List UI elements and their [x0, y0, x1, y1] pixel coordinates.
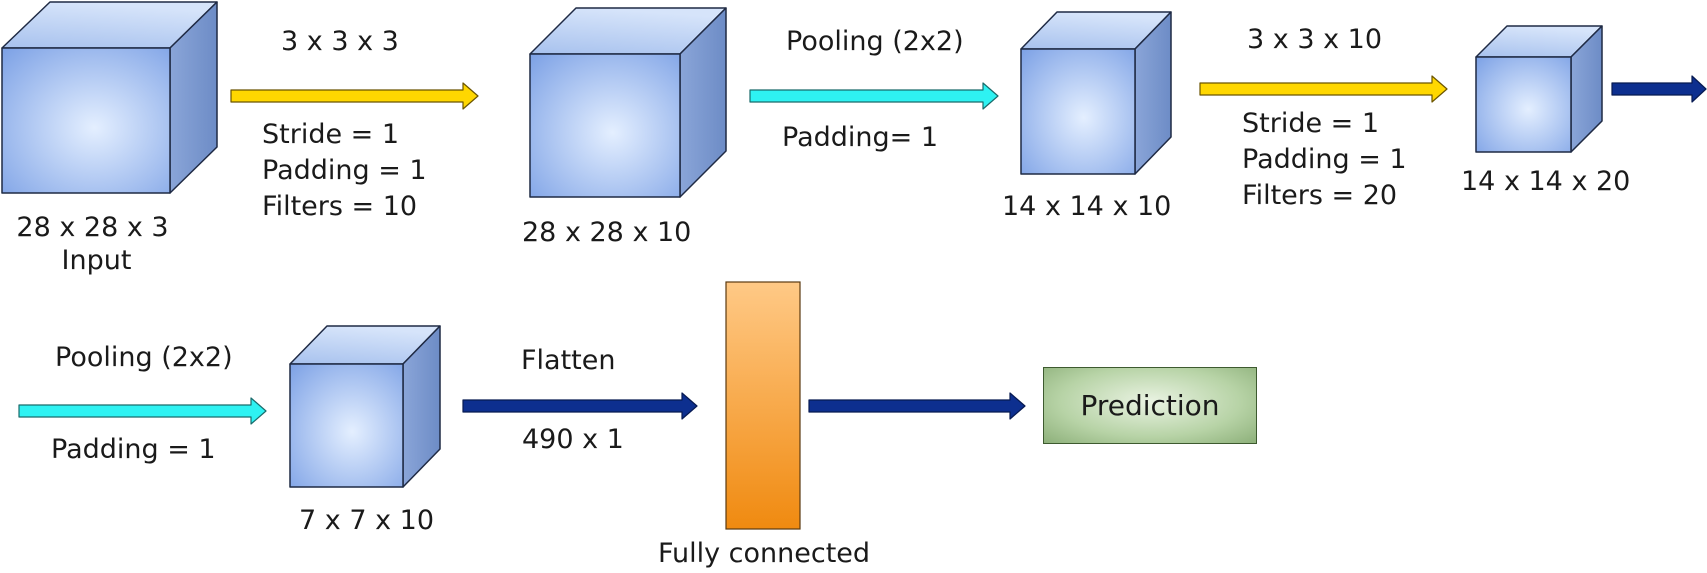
conv1-stride-label: Stride = 1: [262, 119, 400, 150]
conv1-kernel-label: 3 x 3 x 3: [281, 26, 399, 57]
input-name-label: Input: [61, 245, 132, 276]
fully-connected-bar: [725, 281, 801, 530]
arrow-pool2: [18, 397, 267, 425]
prediction-box: Prediction: [1043, 367, 1257, 444]
conv2-padding-label: Padding = 1: [1242, 144, 1407, 175]
pool2-padding-label: Padding = 1: [51, 434, 216, 465]
prediction-label: Prediction: [1080, 389, 1220, 422]
conv2-output-label: 14 x 14 x 20: [1461, 166, 1631, 197]
arrow-flatten: [462, 392, 698, 420]
input-dims-label: 28 x 28 x 3: [16, 212, 169, 243]
pool1-title-label: Pooling (2x2): [786, 26, 964, 57]
cube-pool2-output: [289, 325, 441, 488]
conv1-output-label: 28 x 28 x 10: [522, 217, 692, 248]
conv2-kernel-label: 3 x 3 x 10: [1247, 24, 1382, 55]
conv1-filters-label: Filters = 10: [262, 191, 418, 222]
flatten-size-label: 490 x 1: [522, 424, 624, 455]
pool1-padding-label: Padding= 1: [782, 122, 939, 153]
cube-conv2-output: [1475, 25, 1603, 153]
cube-pool1-output: [1020, 11, 1172, 175]
pool2-output-label: 7 x 7 x 10: [299, 505, 434, 536]
conv1-padding-label: Padding = 1: [262, 155, 427, 186]
arrow-pool1: [749, 82, 999, 110]
conv2-filters-label: Filters = 20: [1242, 180, 1398, 211]
cube-conv1-output: [529, 7, 727, 198]
arrow-conv2: [1199, 75, 1448, 103]
arrow-conv1: [230, 82, 479, 110]
pool1-output-label: 14 x 14 x 10: [1002, 191, 1172, 222]
flatten-title-label: Flatten: [521, 345, 616, 376]
arrow-to-prediction: [808, 392, 1026, 420]
cube-input: [1, 1, 218, 194]
pool2-title-label: Pooling (2x2): [55, 342, 233, 373]
fully-connected-label: Fully connected: [657, 538, 871, 569]
arrow-continue: [1611, 75, 1707, 103]
conv2-stride-label: Stride = 1: [1242, 108, 1380, 139]
